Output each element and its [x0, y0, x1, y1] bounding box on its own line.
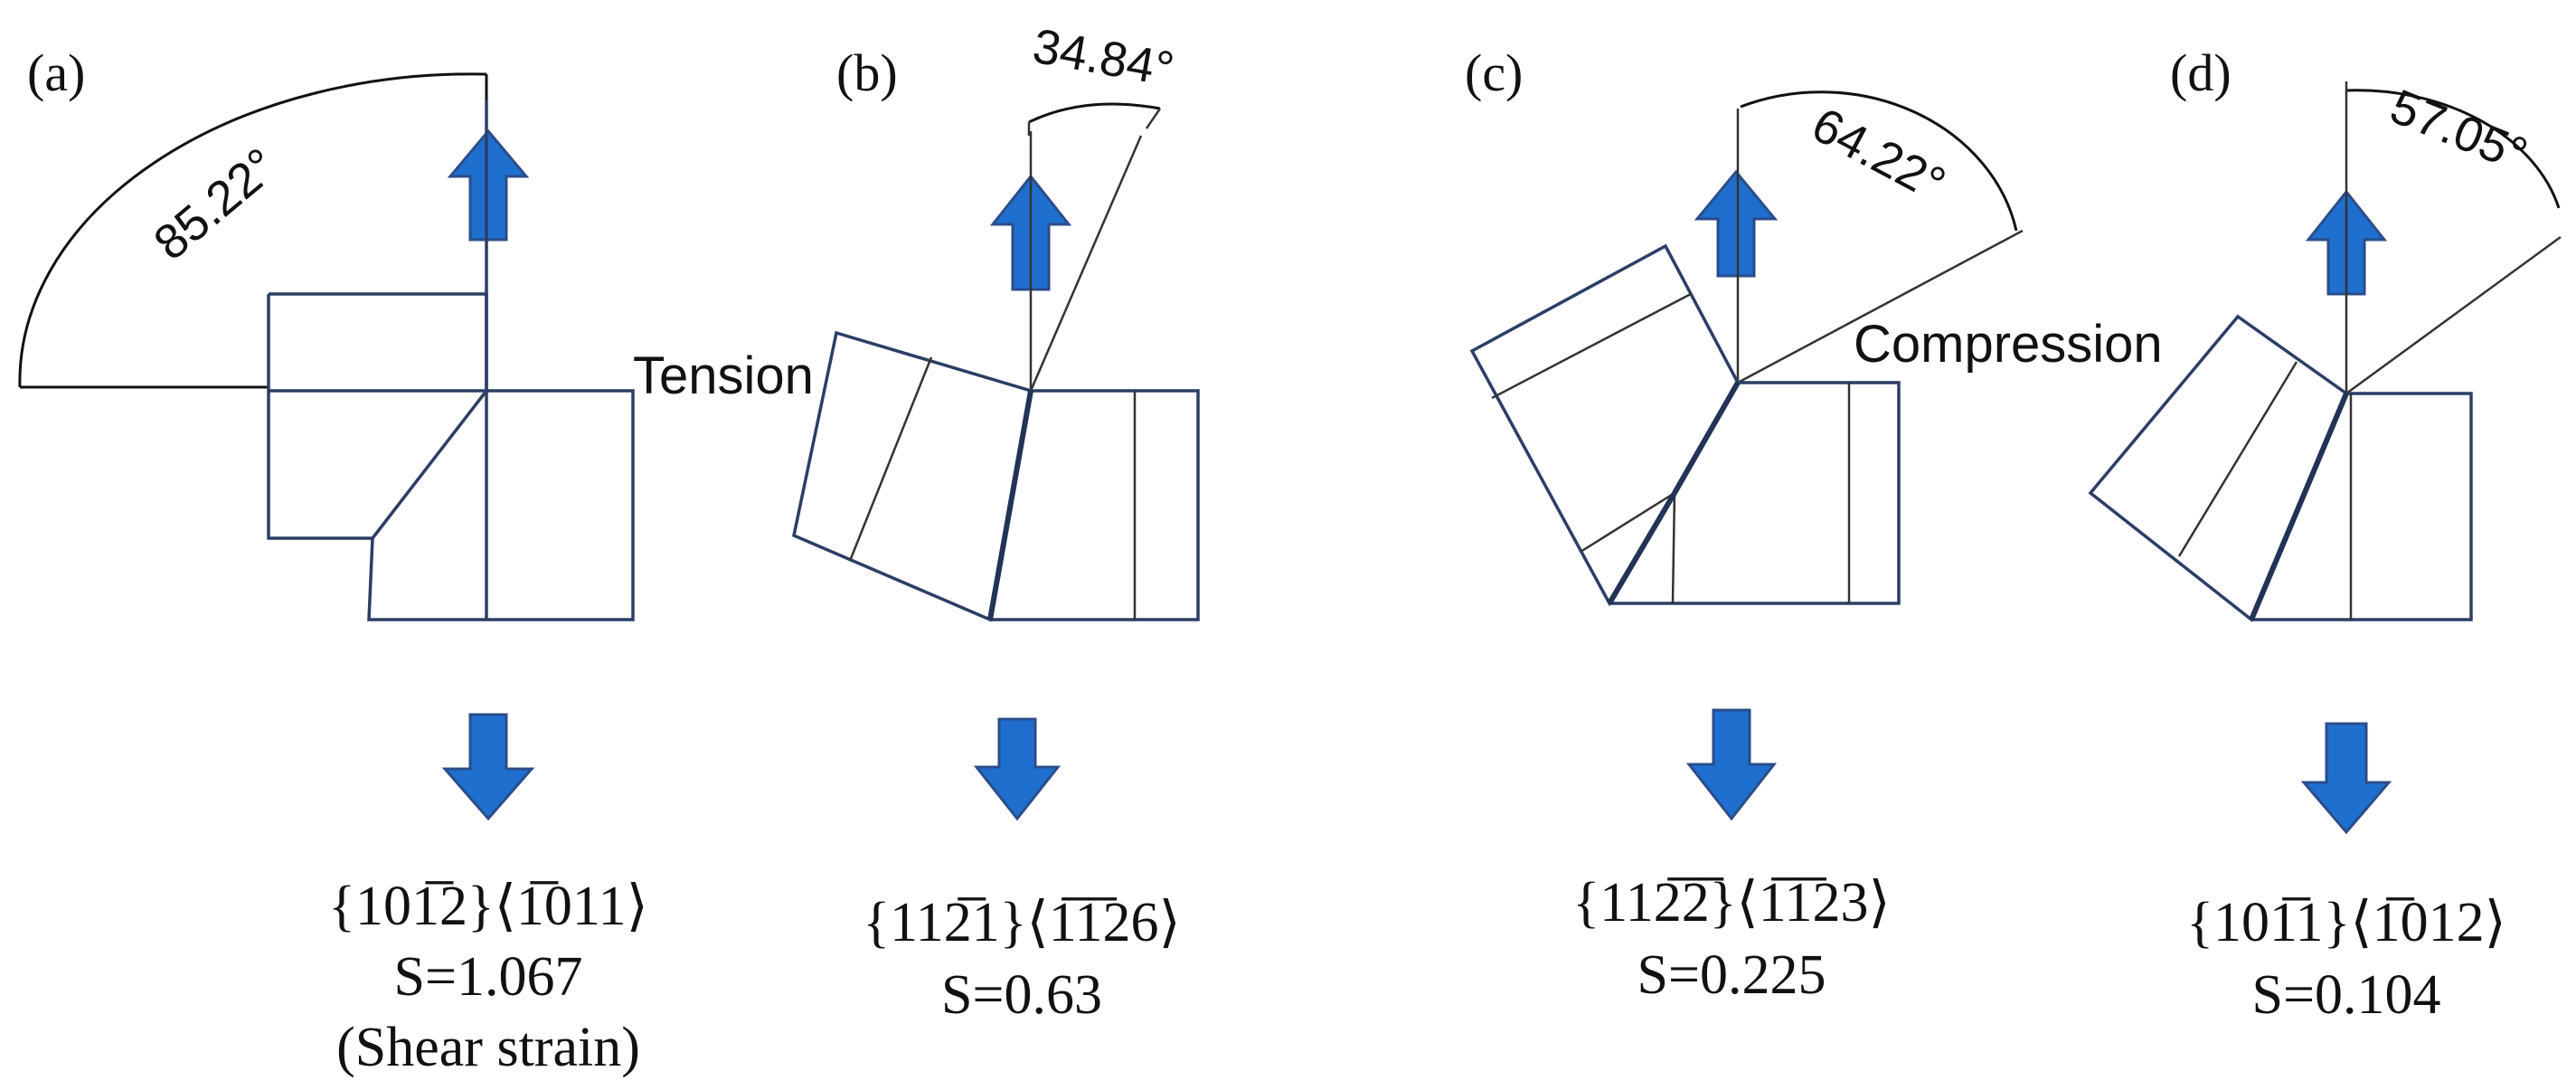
panel-c-up-arrow-icon: [1694, 169, 1779, 278]
panel-b-twin-system: {112̅1}⟨1̅1̅26⟩: [863, 892, 1180, 953]
panel-c-twin-boundary-lower: [1607, 491, 1677, 605]
panel-d-angle-label: 57.05°: [2383, 79, 2535, 182]
panel-d-label: (d): [2170, 43, 2232, 102]
panel-b-matrix-block: [990, 389, 1200, 621]
panel-c-matrix-block: [1609, 381, 1901, 605]
panel-c-angle-arc: [1740, 90, 2018, 232]
panel-a-upper-left-block: [267, 292, 488, 393]
panel-a-note: (Shear strain): [336, 1017, 640, 1078]
panel-c-twinned-block: [1469, 243, 1740, 607]
panel-a-schmid-factor: S=1.067: [394, 946, 583, 1008]
panel-b-angle-ray: [1029, 135, 1143, 392]
panel-b-twinned-line: [848, 356, 933, 562]
panel-c-compression-label: Compression: [1854, 315, 2163, 374]
panel-c-twin-system: {112̅2̅}⟨1̅1̅23⟩: [1572, 872, 1890, 934]
panel-b-schmid-factor: S=0.63: [941, 964, 1102, 1026]
panel-c-inner-line-2: [1580, 491, 1675, 554]
panel-c-twin-boundary-upper: [1672, 381, 1741, 495]
panel-a: (a) 85.22° {101̅2}⟨1̅011⟩ S=1.067 (Shear…: [18, 43, 648, 1078]
panel-b-twin-boundary: [987, 390, 1033, 621]
panel-a-lower-left-block: [267, 391, 486, 621]
panel-b-label: (b): [836, 43, 898, 102]
panel-d-schmid-factor: S=0.104: [2252, 964, 2441, 1026]
panel-d-down-arrow-icon: [2300, 722, 2392, 835]
panel-a-angle-label: 85.22°: [144, 137, 288, 270]
panel-a-angle-arc: [18, 72, 487, 388]
panel-d-twin-boundary: [2249, 392, 2349, 621]
panel-b-angle-label: 34.84°: [1029, 19, 1178, 97]
panel-c-schmid-factor: S=0.225: [1637, 944, 1826, 1006]
panel-c-inner-line-1: [1671, 492, 1676, 604]
panel-a-up-arrow-icon: [447, 128, 530, 242]
panel-d-twin-system: {101̅1}⟨1̅012⟩: [2186, 892, 2506, 953]
panel-c-down-arrow-icon: [1685, 708, 1778, 821]
panel-a-down-arrow-icon: [441, 713, 535, 821]
panel-a-label: (a): [27, 43, 85, 102]
panel-b-tension-label: Tension: [633, 346, 814, 405]
panel-a-twin-system: {101̅2}⟨1̅011⟩: [328, 876, 648, 937]
panel-c-angle-label: 64.22°: [1803, 98, 1954, 213]
panel-a-twin-boundary: [371, 389, 488, 540]
panel-c-angle-ray: [1737, 229, 2024, 384]
panel-b-angle-arc: [1028, 102, 1161, 124]
panel-c-twinned-line: [1491, 292, 1692, 400]
panel-b-arc-tick-right: [1145, 108, 1162, 129]
panel-c: (c) 64.22° Compression {112̅2̅}⟨1̅1̅23⟩ …: [1465, 43, 2163, 1006]
panel-d: (d) 57.05° {101̅1}⟨1̅012⟩ S=0.104: [2088, 43, 2562, 1026]
panel-d-twinned-line: [2177, 361, 2298, 557]
panel-d-angle-ray: [2345, 235, 2562, 395]
panel-b-down-arrow-icon: [973, 717, 1062, 821]
panel-a-right-block: [486, 389, 635, 621]
panel-c-label: (c): [1465, 43, 1523, 102]
panel-b: (b) 34.84° Tension {112̅1}⟨1̅1̅26⟩ S=0.6…: [633, 19, 1200, 1026]
panel-d-angle-arc: [2345, 89, 2561, 209]
panel-d-matrix-block: [2251, 392, 2473, 621]
